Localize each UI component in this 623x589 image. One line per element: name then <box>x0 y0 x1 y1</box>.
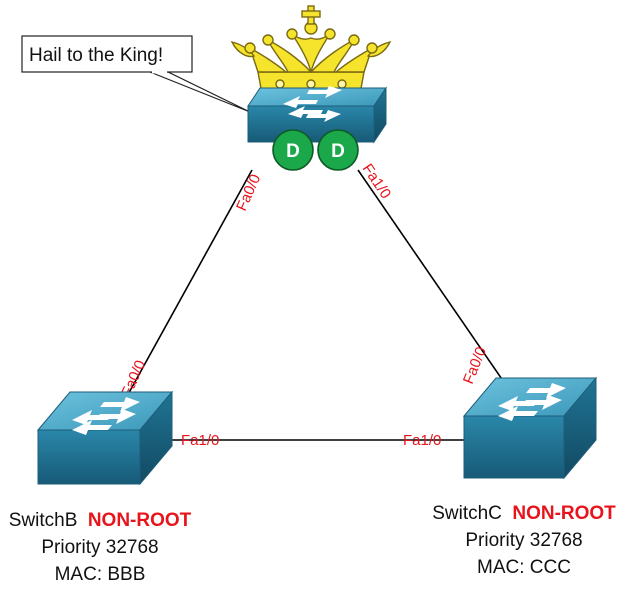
switch-c-name: SwitchC <box>432 503 502 524</box>
switch-c-icon <box>462 376 598 480</box>
link-root-b <box>114 169 253 419</box>
switch-b-priority: Priority 32768 <box>41 537 158 558</box>
crown-icon <box>230 5 392 95</box>
port-label-c-fa1-0: Fa1/0 <box>403 432 441 449</box>
switch-c-role: NON-ROOT <box>512 503 616 524</box>
switch-b-caption: SwitchB NON-ROOT Priority 32768 MAC: BBB <box>9 510 192 585</box>
port-label-c-fa0-0: Fa0/0 <box>460 345 490 387</box>
switch-c-caption: SwitchC NON-ROOT Priority 32768 MAC: CCC <box>432 503 616 578</box>
link-root-c <box>357 169 509 389</box>
port-label-root-fa1-0: Fa1/0 <box>359 161 395 202</box>
callout-text: Hail to the King! <box>29 45 163 66</box>
switch-b-mac: MAC: BBB <box>55 564 146 585</box>
switch-b-title: SwitchB NON-ROOT <box>9 510 192 531</box>
switch-b-name: SwitchB <box>9 510 78 531</box>
designated-port-label-fa0-0: D <box>286 141 300 162</box>
switch-b-role: NON-ROOT <box>88 510 192 531</box>
designated-port-marker-fa1-0: D <box>317 129 359 171</box>
switch-b-icon <box>36 390 174 486</box>
designated-port-marker-fa0-0: D <box>272 129 314 171</box>
designated-port-label-fa1-0: D <box>331 141 345 162</box>
switch-c-priority: Priority 32768 <box>465 530 582 551</box>
callout-bubble: Hail to the King! <box>21 35 251 113</box>
switch-c-title: SwitchC NON-ROOT <box>432 503 616 524</box>
root-switch-icon <box>247 86 387 144</box>
port-label-root-fa0-0: Fa0/0 <box>233 172 264 214</box>
switch-c-mac: MAC: CCC <box>477 557 571 578</box>
port-label-b-fa1-0: Fa1/0 <box>181 432 219 449</box>
